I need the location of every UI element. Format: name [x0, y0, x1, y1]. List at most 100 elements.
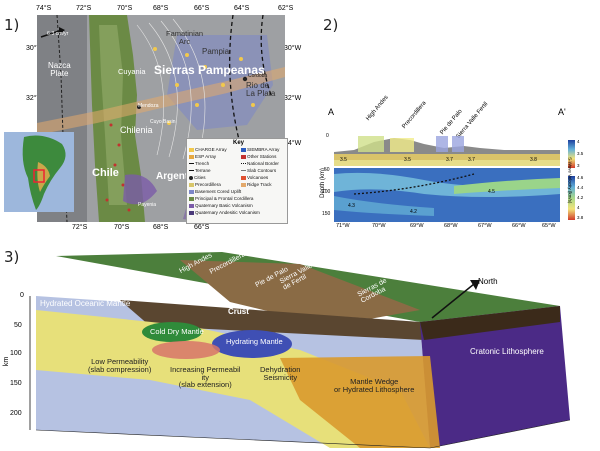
p3-y-tick-0: 0: [20, 292, 24, 299]
velocity-model: [334, 136, 560, 222]
cb2-tick-4: 4: [577, 205, 580, 210]
p3-y-tick-100: 100: [10, 350, 22, 357]
key-item-basement: Basement Cored Uplift: [189, 189, 241, 195]
swatch-icon: [189, 197, 194, 201]
cb2-tick-1: 4.6: [577, 175, 584, 180]
cordoba-label: Cordoba: [248, 73, 268, 79]
lon-top-2: 72°S: [76, 5, 92, 12]
cb1-tick-1: 4: [577, 139, 580, 144]
key-item-basic-volc: Quaternary Basic Volcanism: [189, 203, 253, 209]
block-diagram: km 0 50 100 150 200 High Andes Precordil…: [0, 240, 600, 451]
contour-top-2: 3.5: [404, 157, 411, 163]
lat-right-3: 34°W: [284, 140, 302, 147]
key-item-slab: Slab Contours: [241, 168, 276, 174]
contour-top-1: 3.5: [340, 157, 347, 163]
panel-3-number: 3): [4, 248, 20, 266]
lon-bottom-2: 70°S: [114, 224, 130, 231]
label-cratonic-lithosphere: Cratonic Lithosphere: [470, 347, 544, 356]
payenia-label: Payenia: [138, 202, 157, 208]
thick-dashed-line-icon: [189, 170, 194, 172]
key-item-esp: ESP Array: [189, 154, 216, 160]
key-item-andesitic-volc: Quaternary Andesitic Volcanism: [189, 210, 260, 216]
lon-top-3: 70°S: [117, 5, 133, 12]
key-item-cities: Cities: [189, 175, 206, 181]
contour-bottom-3: 4.5: [488, 189, 495, 195]
key-title: Key: [233, 140, 245, 146]
panel-1-number: 1): [4, 16, 20, 34]
cb1-tick-2: 3.5: [577, 151, 584, 156]
cb1-tick-3: 3: [577, 163, 580, 168]
lon-top-5: 66°S: [194, 5, 210, 12]
label-cold-dry-mantle: Cold Dry Mantle: [150, 327, 204, 336]
velocity-cross-section: A A' High Andes Precordillera Pie de Pal…: [318, 95, 600, 235]
colorbar-lower: [568, 176, 575, 220]
map-panel: 74°S 72°S 70°S 68°S 66°S 64°S 62°S 30°W …: [4, 0, 312, 235]
argentina-label: Argentina: [156, 171, 203, 182]
subduction-block: [29, 252, 571, 449]
label-hydrated-oceanic-mantle: Hydrated Oceanic Mantle: [40, 299, 131, 308]
p3-y-tick-200: 200: [10, 410, 22, 417]
contour-top-5: 3.8: [530, 157, 537, 163]
lon-bottom-1: 72°S: [72, 224, 88, 231]
swatch-icon: [189, 204, 194, 208]
lat-left-1: 30°W: [26, 45, 44, 52]
label-crust: Crust: [228, 307, 249, 316]
key-item-ridge: Ridge Track: [241, 182, 272, 188]
lat-left-2: 32°W: [26, 95, 44, 102]
colorbar-label: S-Wave Velocity (km/s): [567, 157, 573, 204]
label-low-permeability: Low Permeability (slab compression): [88, 357, 152, 374]
triangle-icon: [241, 148, 246, 152]
lon-top-1: 74°S: [36, 5, 52, 12]
lon-bottom-3: 68°S: [153, 224, 169, 231]
contour-bottom-1: 4.3: [348, 203, 355, 209]
x-tick-65: 65°W: [542, 223, 556, 229]
contour-bottom-2: 4.2: [410, 209, 417, 215]
triangle-icon: [189, 148, 194, 152]
cb2-tick-5: 3.8: [577, 215, 584, 220]
x-tick-68: 68°W: [444, 223, 458, 229]
colorbar-upper: [568, 140, 575, 168]
volcano-icon: [241, 176, 246, 180]
key-item-principal: Principal & Frontal Cordillera: [189, 196, 253, 202]
cuyania-label: Cuyania: [118, 67, 146, 76]
dashed-line-icon: [189, 163, 194, 165]
swatch-icon: [189, 183, 194, 187]
south-america-inset: [4, 132, 74, 212]
chilenia-label: Chilenia: [120, 125, 153, 135]
p3-y-tick-50: 50: [14, 322, 22, 329]
label-dehydration-seismicity: Dehydration Seismicity: [260, 365, 301, 382]
y-tick-50: 50: [324, 167, 330, 173]
region-precordillera: Precordillera: [401, 100, 428, 130]
dotted-line-icon: [241, 163, 246, 165]
p3-y-tick-150: 150: [10, 380, 22, 387]
key-item-other: Other Stations: [241, 154, 276, 160]
panel-2-number: 2): [323, 16, 339, 34]
lon-bottom-4: 66°S: [194, 224, 210, 231]
line-icon: [241, 170, 246, 172]
sierras-pampeanas-label: Sierras Pampeanas: [154, 63, 265, 77]
profile-start-label: A: [328, 107, 335, 117]
key-item-border: National Border: [241, 161, 279, 167]
p3-depth-label: km: [3, 356, 11, 367]
cb2-tick-2: 4.4: [577, 185, 584, 190]
y-tick-0: 0: [326, 133, 329, 139]
label-hydrating-mantle: Hydrating Mantle: [226, 337, 283, 346]
label-north: North: [478, 277, 498, 286]
label-increasing-permeability: Increasing Permeabil ity (slab extension…: [170, 365, 241, 389]
swatch-icon: [241, 183, 246, 187]
lon-top-7: 62°S: [278, 5, 294, 12]
contour-top-4: 3.7: [468, 157, 475, 163]
key-item-siembra: SIEMBRA Array: [241, 147, 279, 153]
contour-top-3: 3.7: [446, 157, 453, 163]
key-item-precordillera: Precordillera: [189, 182, 221, 188]
cuyo-basin-label: Cuyo Basin: [150, 119, 176, 125]
dot-icon: [189, 176, 193, 180]
rio-de-la-plata-label: Rio de La Plata: [246, 81, 276, 98]
chile-label: Chile: [92, 167, 119, 179]
square-icon: [189, 155, 194, 159]
x-tick-67: 67°W: [478, 223, 492, 229]
nazca-plate-label: Nazca Plate: [48, 61, 71, 78]
lon-top-6: 64°S: [234, 5, 250, 12]
pampia-label: Pampia: [202, 47, 230, 56]
map-key: Key CHARGE Array ESP Array Trench Terran…: [186, 138, 288, 224]
